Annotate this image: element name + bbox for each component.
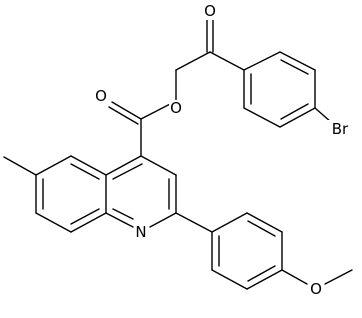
bond-quinoline-c2-n <box>149 212 177 228</box>
bond-quinoline-c4-c3 <box>140 155 177 176</box>
bond-quinoline-n-c8a <box>105 212 134 228</box>
bond-benzo-5 <box>70 212 107 233</box>
atom-label-ketone-oxygen: O <box>204 2 216 20</box>
bond-methyl <box>3 156 37 176</box>
atom-label-bromine: Br <box>332 120 349 138</box>
bond-benzo-inner-3 <box>70 208 100 225</box>
bond-quinoline-inner-1 <box>112 163 143 180</box>
atom-label-nitrogen: N <box>135 223 146 241</box>
bond-benzo-1 <box>70 155 107 176</box>
bond-bromophenyl-1 <box>243 51 281 71</box>
bond-ketone-ch2 <box>175 51 211 71</box>
bond-methoxyphenyl-1 <box>211 212 248 233</box>
bond-ester-carbonyl-b <box>108 106 139 125</box>
bond-lines <box>3 19 353 290</box>
atom-label-ester-carbonyl-oxygen: O <box>95 87 107 105</box>
atom-labels: O O O Br N O <box>94 2 352 298</box>
bond-carbon-bromine <box>314 107 332 123</box>
bond-aryl-methoxy-oxygen <box>281 269 308 285</box>
bond-methoxyphenyl-inner-1 <box>247 220 276 237</box>
bond-ester-carbonyl-a <box>111 101 142 120</box>
bond-methoxy-oxygen-methyl <box>324 269 353 285</box>
bond-quinoline-inner-3 <box>112 208 134 220</box>
bond-methoxyphenyl-4 <box>246 269 283 290</box>
bond-bromophenyl-4 <box>279 107 316 128</box>
bond-methoxyphenyl-2 <box>246 212 283 233</box>
bond-bromophenyl-2 <box>279 51 316 71</box>
atom-label-methoxy-oxygen: O <box>310 280 322 298</box>
bond-methoxyphenyl-inner-2 <box>247 265 276 282</box>
bond-methoxyphenyl-5 <box>211 269 248 290</box>
bond-benzo-inner-1 <box>70 163 100 180</box>
bond-benzo-2 <box>35 155 72 176</box>
bond-bromophenyl-5 <box>243 107 281 128</box>
bond-benzo-4 <box>35 212 72 233</box>
bond-bromophenyl-inner-1 <box>280 59 309 75</box>
bond-bromophenyl-inner-2 <box>280 103 309 120</box>
bond-quinoline-c4a-c4 <box>105 155 142 176</box>
atom-label-ester-oxygen: O <box>170 99 182 117</box>
bond-ketone-ring <box>209 51 245 71</box>
bond-c2-methoxyphenyl <box>175 212 213 233</box>
